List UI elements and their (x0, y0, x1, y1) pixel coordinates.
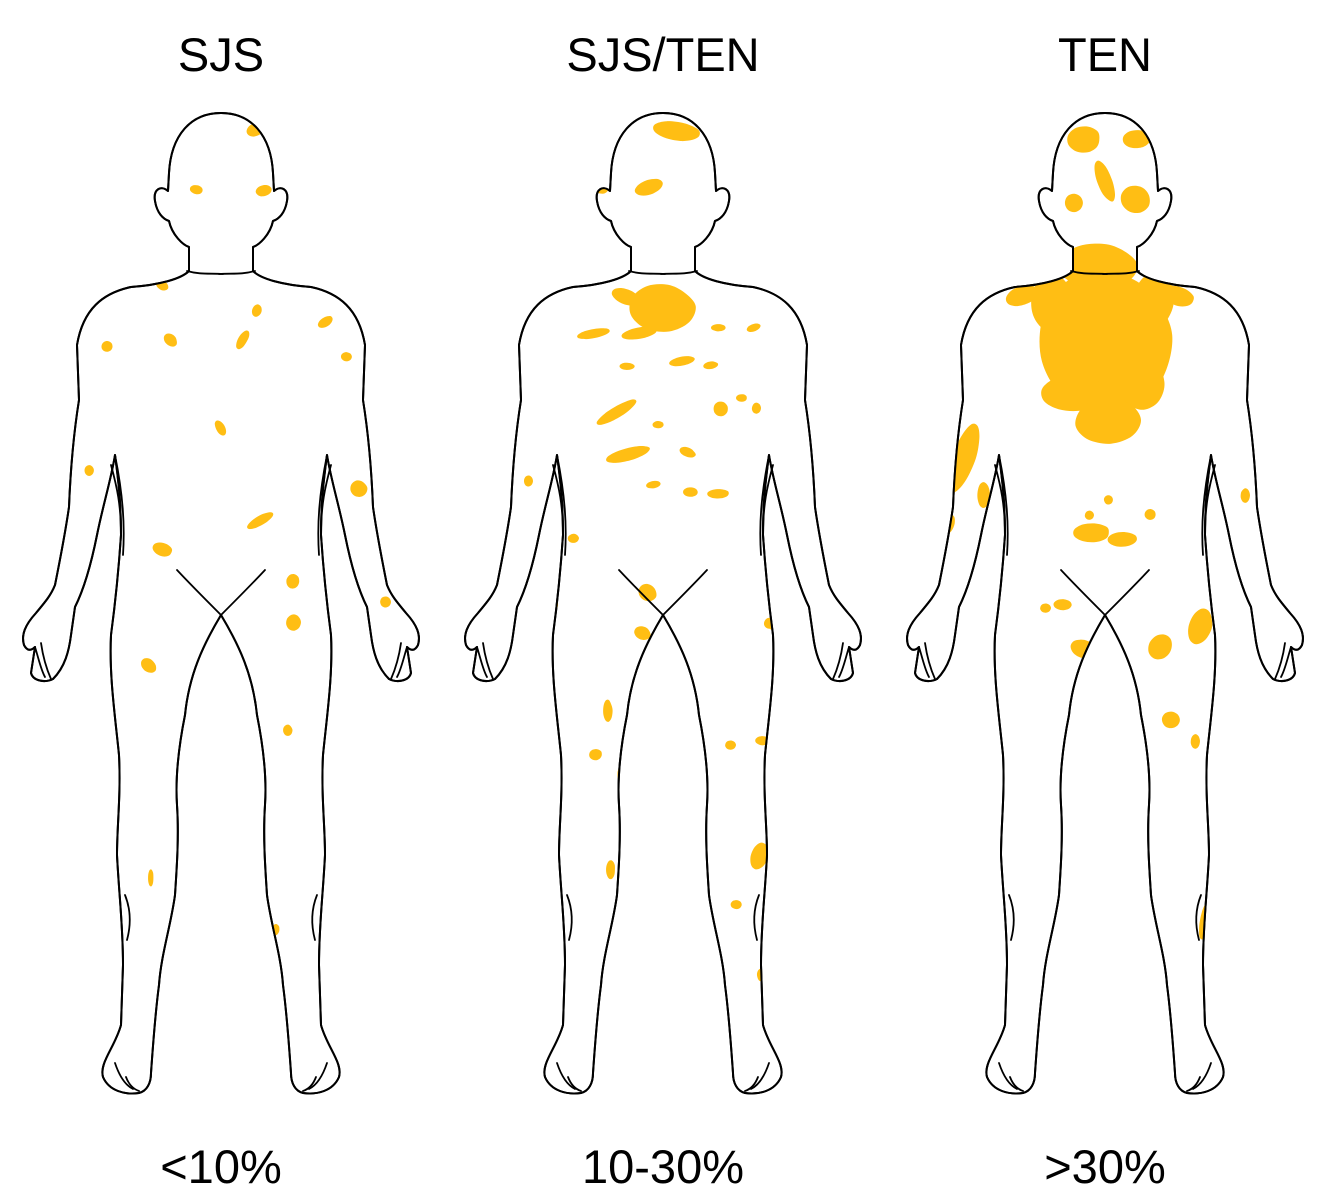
lesion-patch (714, 402, 728, 417)
panel-caption: >30% (884, 1140, 1326, 1194)
lesion-patch (985, 598, 996, 613)
lesion-patch (529, 597, 540, 608)
lesion-patch (594, 181, 609, 194)
lesion-patch (1162, 712, 1180, 729)
panel-sjs: SJS <10% (0, 0, 442, 1198)
lesion-patch (1271, 287, 1297, 379)
lesion-patch (470, 285, 498, 358)
lesion-patch (1065, 194, 1083, 212)
lesion-patch (1229, 594, 1240, 609)
lesion-patch (770, 601, 788, 616)
body-outline (465, 113, 861, 1093)
lesion-patch (1031, 274, 1071, 331)
lesion-patch (656, 651, 671, 667)
lesion-patch (645, 851, 657, 876)
lesion-patch (1211, 592, 1224, 611)
body-outline (23, 113, 419, 1093)
lesion-patch (1102, 659, 1116, 670)
panel-caption: 10-30% (442, 1140, 884, 1194)
lesion-patch (667, 882, 678, 897)
lesion-patch (1078, 703, 1097, 724)
lesion-patch (640, 720, 656, 735)
lesion-patch (914, 296, 941, 382)
lesion-patch (86, 602, 99, 613)
lesion-patch (1070, 848, 1079, 875)
panel-sjs-ten: SJS/TEN 10-30% (442, 0, 884, 1198)
body-figure (905, 95, 1305, 1105)
panel-ten: TEN >30% (884, 0, 1326, 1198)
body-figure (463, 95, 863, 1105)
lesion-patch (634, 1023, 645, 1036)
body-figure (21, 95, 421, 1105)
lesion-patch (655, 961, 672, 979)
lesion-patch (736, 394, 747, 402)
lesion-patch (832, 283, 858, 358)
panel-title: SJS/TEN (442, 28, 884, 82)
lesion-patch (148, 869, 153, 886)
lesion-patch (1223, 621, 1234, 628)
lesion-patch (683, 487, 698, 496)
lesion-patch (1254, 403, 1269, 425)
lesion-patch (1090, 749, 1101, 760)
lesion-patch (814, 483, 825, 497)
panel-caption: <10% (0, 1140, 442, 1194)
lesion-patch (634, 799, 645, 812)
panel-title: SJS (0, 28, 442, 82)
panel-title: TEN (884, 28, 1326, 82)
lesion-patch (926, 376, 950, 411)
